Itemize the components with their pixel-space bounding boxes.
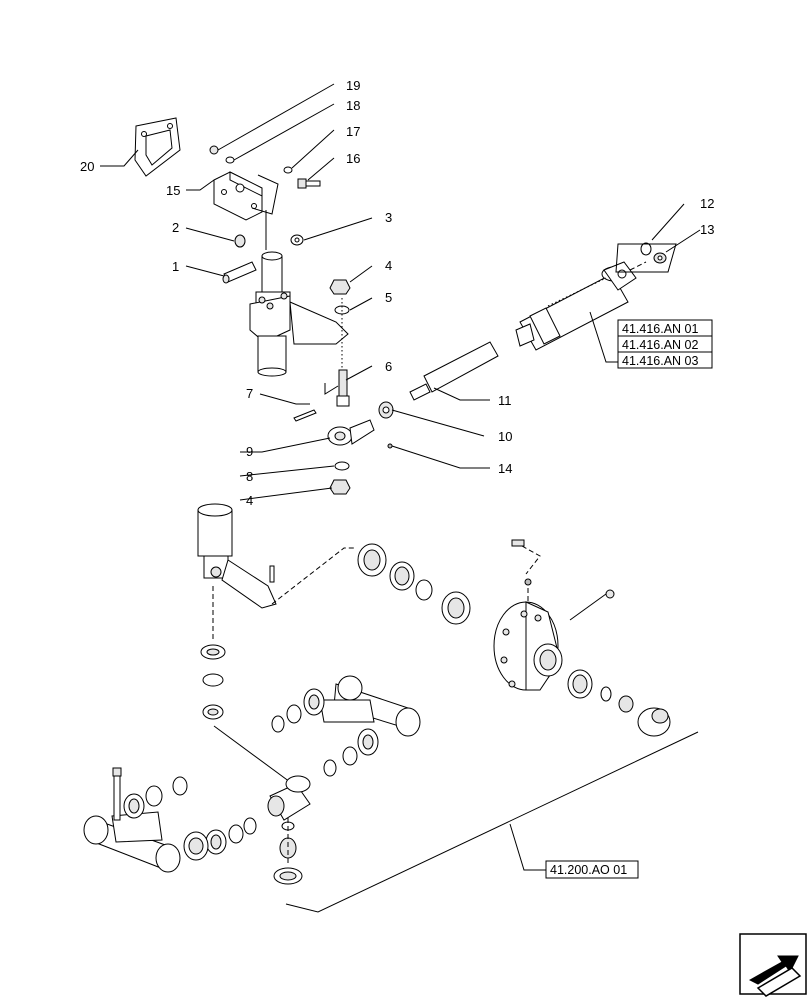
part-seal-pivot	[183, 831, 209, 861]
part-nut-hub	[618, 695, 634, 713]
part-washer-hub	[600, 686, 612, 702]
part-plug-hub	[524, 578, 532, 586]
callout-7: 7	[246, 386, 253, 401]
callout-5: 5	[385, 290, 392, 305]
part-circlip-left	[172, 776, 188, 796]
part-steering-knuckle	[197, 503, 277, 609]
part-bracket-15	[213, 171, 263, 221]
part-washer-18	[225, 156, 235, 164]
part-circlip-kingpin	[202, 673, 224, 687]
callout-4-bottom: 4	[246, 493, 253, 508]
part-tie-rod-end-9	[327, 419, 375, 446]
part-nut-19	[209, 145, 219, 155]
callout-8: 8	[246, 469, 253, 484]
part-clip-2	[234, 234, 246, 248]
callout-labels: 19 18 17 16 20 15 2 3 12 13 1 4 5 6 7 11…	[80, 78, 714, 508]
part-bearing-pivot	[205, 829, 227, 855]
callout-16: 16	[346, 151, 360, 166]
part-bushing-kingpin	[202, 704, 224, 720]
part-pin-1	[222, 261, 257, 284]
callout-17: 17	[346, 124, 360, 139]
callout-1: 1	[172, 259, 179, 274]
callout-11: 11	[498, 393, 512, 408]
callout-14: 14	[498, 461, 512, 476]
reference-box-cylinder[interactable]: 41.416.AN 01 41.416.AN 02 41.416.AN 03	[617, 319, 713, 369]
part-washer-8	[334, 461, 350, 471]
part-pivot-housing	[267, 775, 311, 821]
callout-19: 19	[346, 78, 360, 93]
reference-41-416-an-01[interactable]: 41.416.AN 01	[622, 322, 698, 336]
part-bearing-hub-1	[389, 561, 415, 591]
callout-18: 18	[346, 98, 360, 113]
part-cap-hub	[637, 707, 671, 737]
part-steering-arm	[249, 251, 349, 377]
part-bolt-hub-top	[511, 539, 525, 547]
part-screw-hub	[605, 589, 615, 599]
callout-3: 3	[385, 210, 392, 225]
callout-2: 2	[172, 220, 179, 235]
part-seal-kingpin	[200, 644, 226, 660]
next-page-arrow-icon[interactable]	[739, 933, 807, 997]
callout-13: 13	[700, 222, 714, 237]
part-plate-20	[134, 117, 181, 177]
callout-9: 9	[246, 444, 253, 459]
part-pin-7	[293, 409, 317, 422]
part-bushing-arm-3	[357, 728, 379, 756]
part-seal-hub-2	[441, 591, 471, 625]
part-wheel-hub	[493, 601, 563, 691]
callout-15: 15	[166, 183, 180, 198]
part-pin-knuckle	[269, 565, 275, 583]
part-nut-4-top	[329, 279, 351, 295]
reference-41-416-an-02[interactable]: 41.416.AN 02	[622, 338, 698, 352]
part-nut-4-bottom	[329, 479, 351, 495]
part-bushing-arm-2	[286, 704, 302, 724]
part-ball-stud-6	[336, 369, 350, 407]
part-circlip-arm	[271, 715, 285, 733]
callout-4-top: 4	[385, 258, 392, 273]
reference-41-416-an-03[interactable]: 41.416.AN 03	[622, 354, 698, 368]
reference-41-200-ao-01[interactable]: 41.200.AO 01	[550, 863, 627, 877]
callout-6: 6	[385, 359, 392, 374]
part-bushing-arm-4	[342, 746, 358, 766]
part-seal-pivot-bottom	[273, 867, 303, 885]
part-bushing-13	[653, 252, 667, 264]
leader-lines	[100, 83, 701, 501]
part-nut-10	[378, 401, 394, 419]
part-lower-arm	[319, 675, 421, 737]
part-washer-3	[290, 234, 304, 246]
callout-20: 20	[80, 159, 94, 174]
part-circlip-pivot	[243, 817, 257, 835]
part-bushing-arm-1	[303, 688, 325, 716]
part-washer-17	[283, 166, 293, 174]
part-grease-fitting-14	[387, 443, 393, 449]
part-bolt-16	[297, 178, 321, 189]
part-bushing-left-2	[145, 785, 163, 807]
part-bolt-left-arm	[112, 767, 122, 821]
part-left-lower-arm	[83, 811, 181, 873]
part-bushing-pivot	[228, 824, 244, 844]
part-seal-hub	[357, 543, 387, 577]
part-bearing-hub-3	[567, 669, 593, 699]
part-tube-11	[409, 341, 499, 401]
part-ring-12	[640, 242, 652, 256]
callout-12: 12	[700, 196, 714, 211]
part-hydraulic-cylinder	[515, 261, 637, 351]
part-circlip-arm-2	[323, 759, 337, 777]
part-bearing-hub-2	[415, 579, 433, 601]
part-bushing-left-1	[123, 793, 145, 819]
callout-10: 10	[498, 429, 512, 444]
reference-box-axle[interactable]: 41.200.AO 01	[545, 860, 639, 879]
